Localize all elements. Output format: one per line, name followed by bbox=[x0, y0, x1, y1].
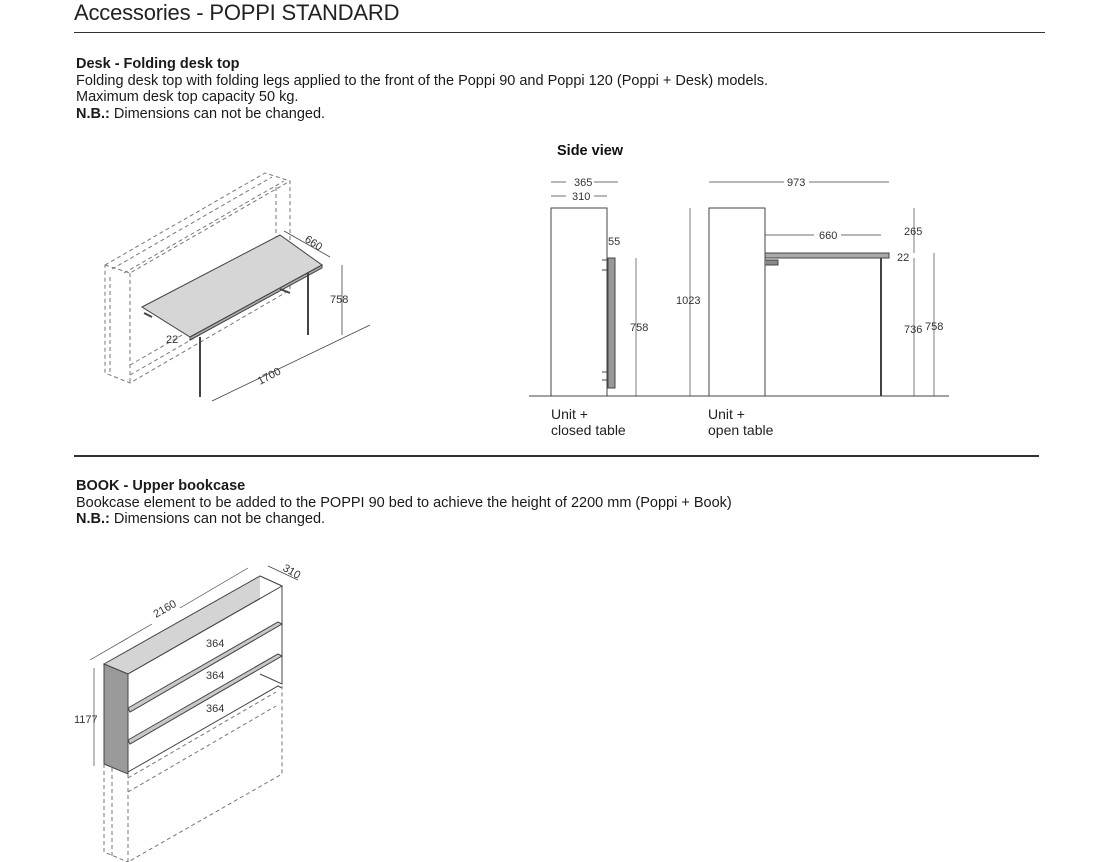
desk-isometric-drawing: 660 758 22 1700 bbox=[104, 172, 371, 402]
desk-heading: Desk - Folding desk top bbox=[76, 56, 240, 72]
caption-closed-line1: Unit + bbox=[551, 406, 588, 422]
open-table bbox=[764, 252, 890, 259]
book-description: Bookcase element to be added to the POPP… bbox=[76, 494, 732, 511]
book-dim-shelf-1: 364 bbox=[206, 638, 224, 650]
desk-dim-width: 1700 bbox=[256, 366, 283, 388]
bookcase-isometric-drawing: 2160 310 1177 364 364 364 bbox=[74, 562, 303, 862]
side-dim-22: 22 bbox=[897, 252, 909, 264]
book-dim-width: 2160 bbox=[152, 598, 179, 621]
side-view-title: Side view bbox=[557, 143, 624, 159]
desk-capacity: Maximum desk top capacity 50 kg. bbox=[76, 89, 299, 105]
closed-unit bbox=[550, 207, 608, 397]
side-dim-660: 660 bbox=[819, 230, 837, 242]
caption-open-line2: open table bbox=[708, 422, 774, 438]
desk-side-view-drawing: Side view 365 310 55 758 1023 973 660 26… bbox=[529, 143, 949, 438]
book-note: N.B.: Dimensions can not be changed. bbox=[76, 511, 732, 528]
title-rule bbox=[74, 32, 1045, 33]
desk-description: Folding desk top with folding legs appli… bbox=[76, 72, 769, 89]
section-divider bbox=[74, 455, 1039, 457]
desk-section: Desk - Folding desk top Folding desk top… bbox=[76, 56, 768, 122]
book-dim-shelf-3: 364 bbox=[206, 703, 224, 715]
caption-open-line1: Unit + bbox=[708, 406, 745, 422]
open-unit bbox=[708, 207, 766, 397]
side-dim-365: 365 bbox=[574, 177, 592, 189]
desk-note: N.B.: Dimensions can not be changed. bbox=[76, 106, 768, 123]
desk-note-label: N.B.: bbox=[76, 105, 110, 122]
side-dim-758: 758 bbox=[630, 322, 648, 334]
side-dim-310: 310 bbox=[572, 191, 590, 203]
caption-closed-line2: closed table bbox=[551, 422, 626, 438]
page-title: Accessories - POPPI STANDARD bbox=[74, 0, 400, 25]
desk-dim-height: 758 bbox=[330, 294, 348, 306]
side-dim-736: 736 bbox=[904, 324, 922, 336]
book-dim-shelf-2: 364 bbox=[206, 670, 224, 682]
side-dim-265: 265 bbox=[904, 226, 922, 238]
side-dim-973: 973 bbox=[787, 177, 805, 189]
book-note-text: Dimensions can not be changed. bbox=[109, 511, 326, 527]
closed-table bbox=[607, 257, 616, 389]
book-dim-depth: 310 bbox=[281, 562, 303, 582]
book-dim-height: 1177 bbox=[74, 714, 98, 726]
desk-note-text: Dimensions can not be changed. bbox=[109, 105, 326, 122]
side-dim-55: 55 bbox=[608, 236, 620, 248]
book-note-label: N.B.: bbox=[76, 511, 110, 527]
book-heading: BOOK - Upper bookcase bbox=[76, 478, 246, 494]
book-section: BOOK - Upper bookcase Bookcase element t… bbox=[76, 478, 732, 528]
side-dim-1023: 1023 bbox=[676, 295, 700, 307]
desk-dim-depth: 660 bbox=[302, 233, 324, 253]
side-dim-758b: 758 bbox=[925, 321, 943, 333]
desk-dim-thickness: 22 bbox=[166, 334, 178, 346]
